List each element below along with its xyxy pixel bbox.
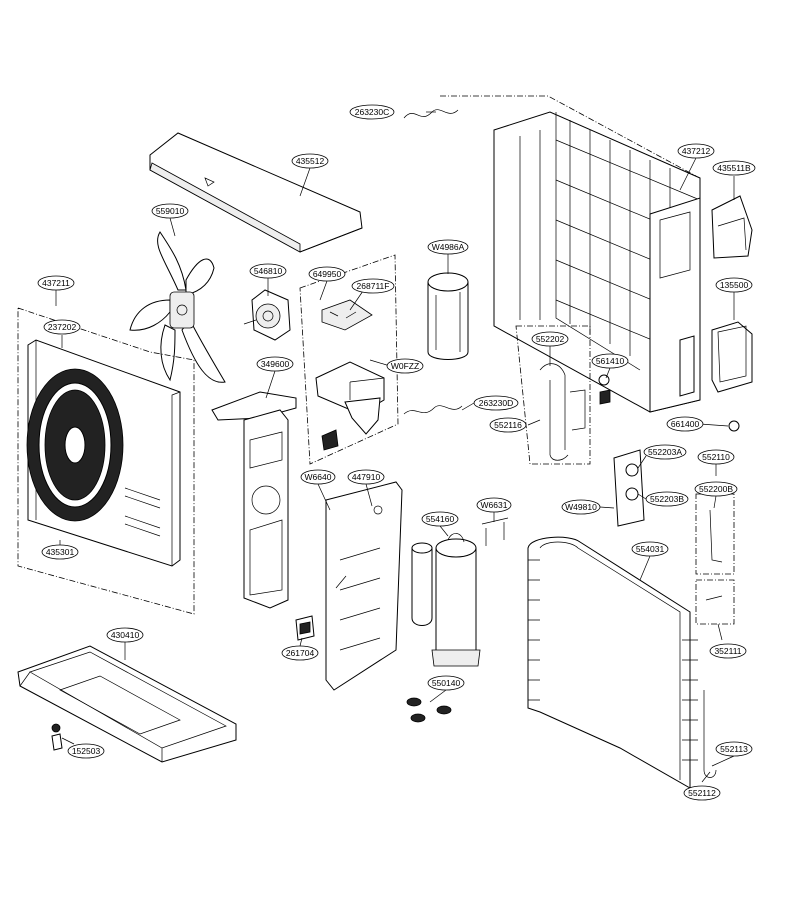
label-552200B: 552200B bbox=[694, 481, 738, 497]
front-panel-part bbox=[26, 339, 181, 567]
svg-text:437212: 437212 bbox=[682, 146, 711, 156]
label-554031: 554031 bbox=[631, 541, 669, 557]
svg-text:W6640: W6640 bbox=[305, 472, 332, 482]
svg-text:546810: 546810 bbox=[254, 266, 283, 276]
compressor-part bbox=[411, 533, 481, 667]
svg-text:W6631: W6631 bbox=[481, 500, 508, 510]
label-268711F: 268711F bbox=[351, 278, 395, 294]
terminal-cover-part bbox=[711, 321, 753, 393]
partition-plate-part bbox=[325, 481, 403, 691]
label-349600: 349600 bbox=[256, 356, 294, 372]
svg-text:268711F: 268711F bbox=[357, 281, 390, 291]
svg-text:552203A: 552203A bbox=[648, 447, 682, 457]
svg-text:430410: 430410 bbox=[111, 630, 140, 640]
rear-grille-part bbox=[493, 111, 701, 413]
label-435301: 435301 bbox=[41, 544, 79, 560]
label-W6631: W6631 bbox=[476, 497, 512, 513]
label-552110: 552110 bbox=[697, 449, 735, 465]
svg-text:135500: 135500 bbox=[720, 280, 749, 290]
valve-cap-part bbox=[728, 420, 740, 432]
label-550140: 550140 bbox=[427, 675, 465, 691]
handle-part bbox=[711, 195, 753, 259]
base-pan-part bbox=[17, 645, 237, 763]
label-261704: 261704 bbox=[281, 645, 319, 661]
pipe-parts bbox=[705, 509, 723, 601]
bracket-w6631-part bbox=[481, 517, 509, 546]
svg-text:437211: 437211 bbox=[42, 278, 70, 288]
svg-text:W49810: W49810 bbox=[565, 502, 597, 512]
label-W0FZZ: W0FZZ bbox=[386, 358, 424, 374]
label-661400: 661400 bbox=[666, 416, 704, 432]
svg-text:550140: 550140 bbox=[432, 678, 461, 688]
svg-text:561410: 561410 bbox=[596, 356, 625, 366]
label-552113: 552113 bbox=[715, 741, 753, 757]
label-W6640: W6640 bbox=[300, 469, 336, 485]
svg-text:263230D: 263230D bbox=[479, 398, 514, 408]
top-cover-part bbox=[149, 132, 363, 253]
piping-assembly-part bbox=[539, 363, 611, 461]
svg-text:552202: 552202 bbox=[536, 334, 565, 344]
motor-bracket-part bbox=[211, 391, 297, 609]
rubber-feet-part bbox=[406, 697, 452, 723]
label-430410: 430410 bbox=[106, 627, 144, 643]
svg-text:559010: 559010 bbox=[156, 206, 185, 216]
svg-text:649950: 649950 bbox=[313, 269, 342, 279]
svg-text:349600: 349600 bbox=[261, 359, 290, 369]
label-W4986A: W4986A bbox=[427, 239, 469, 255]
label-552203A: 552203A bbox=[643, 444, 687, 460]
leader-lines bbox=[55, 111, 735, 783]
label-W49810: W49810 bbox=[561, 499, 601, 515]
svg-text:552110: 552110 bbox=[702, 452, 730, 462]
label-435512: 435512 bbox=[291, 153, 329, 169]
label-559010: 559010 bbox=[151, 203, 189, 219]
label-552202: 552202 bbox=[531, 331, 569, 347]
svg-text:554160: 554160 bbox=[426, 514, 455, 524]
drain-plug-part bbox=[51, 723, 63, 751]
svg-text:552112: 552112 bbox=[688, 788, 716, 798]
capacitor-part bbox=[427, 272, 469, 360]
svg-text:263230C: 263230C bbox=[355, 107, 390, 117]
reactor-part bbox=[295, 615, 315, 641]
condenser-coil-part bbox=[527, 536, 717, 789]
svg-text:435512: 435512 bbox=[296, 156, 325, 166]
label-546810: 546810 bbox=[249, 263, 287, 279]
label-437211: 437211 bbox=[37, 275, 75, 291]
label-263230D: 263230D bbox=[473, 395, 519, 411]
svg-text:661400: 661400 bbox=[671, 419, 700, 429]
fan-blade-part bbox=[129, 231, 226, 383]
label-552116: 552116 bbox=[489, 417, 527, 433]
label-437212: 437212 bbox=[677, 143, 715, 159]
svg-text:W0FZZ: W0FZZ bbox=[391, 361, 419, 371]
label-135500: 135500 bbox=[715, 277, 753, 293]
label-152503: 152503 bbox=[67, 743, 105, 759]
svg-text:552203B: 552203B bbox=[650, 494, 684, 504]
svg-text:552113: 552113 bbox=[720, 744, 748, 754]
label-447910: 447910 bbox=[347, 469, 385, 485]
label-649950: 649950 bbox=[308, 266, 346, 282]
label-352111: 352111 bbox=[709, 643, 747, 659]
label-552203B: 552203B bbox=[645, 491, 689, 507]
svg-text:261704: 261704 bbox=[286, 648, 315, 658]
svg-text:552200B: 552200B bbox=[699, 484, 733, 494]
fan-motor-part bbox=[243, 289, 291, 341]
part-labels: 263230C 435512 437212 435511B 559010 546… bbox=[37, 104, 756, 801]
svg-text:352111: 352111 bbox=[714, 646, 741, 656]
label-237202: 237202 bbox=[43, 319, 81, 335]
control-box-part bbox=[315, 299, 385, 451]
service-valves-part bbox=[613, 449, 645, 527]
label-435511B: 435511B bbox=[712, 160, 756, 176]
svg-text:447910: 447910 bbox=[352, 472, 381, 482]
svg-text:435511B: 435511B bbox=[717, 163, 751, 173]
svg-text:552116: 552116 bbox=[494, 420, 522, 430]
svg-text:554031: 554031 bbox=[636, 544, 665, 554]
label-554160: 554160 bbox=[421, 511, 459, 527]
svg-text:237202: 237202 bbox=[48, 322, 77, 332]
label-263230C: 263230C bbox=[349, 104, 395, 120]
svg-text:435301: 435301 bbox=[46, 547, 75, 557]
label-552112: 552112 bbox=[683, 785, 721, 801]
svg-text:W4986A: W4986A bbox=[432, 242, 465, 252]
svg-text:152503: 152503 bbox=[72, 746, 101, 756]
label-561410: 561410 bbox=[591, 353, 629, 369]
